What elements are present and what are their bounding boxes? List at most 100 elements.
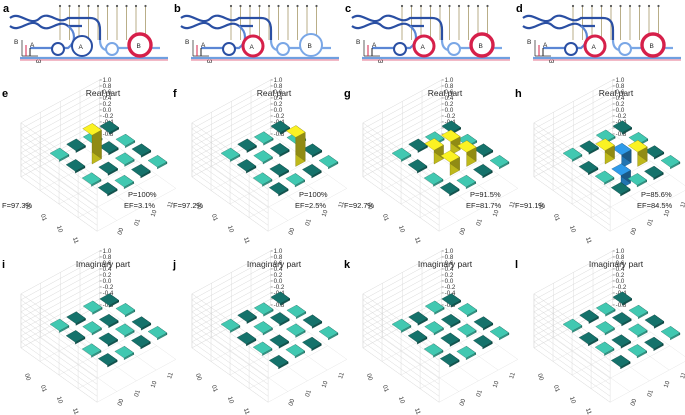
output-node bbox=[134, 4, 138, 8]
bar-top bbox=[270, 120, 290, 133]
bar bbox=[268, 354, 289, 370]
basis-label-row: 00 bbox=[194, 202, 203, 211]
bar bbox=[220, 147, 241, 162]
bar-top bbox=[66, 138, 86, 151]
purity-label: P=100% bbox=[299, 190, 328, 199]
ring-small bbox=[618, 42, 632, 56]
panel-label: a bbox=[3, 3, 10, 15]
output-node bbox=[68, 4, 71, 8]
axis-omega-label: ω bbox=[36, 58, 41, 65]
bar-top bbox=[644, 314, 665, 327]
bar-top bbox=[81, 343, 102, 356]
gridline bbox=[268, 188, 347, 232]
basis-label-row: 01 bbox=[381, 384, 390, 393]
bar bbox=[99, 120, 119, 135]
bar bbox=[424, 131, 445, 146]
waveguide bbox=[30, 25, 76, 50]
basis-label-row: 11 bbox=[242, 236, 251, 245]
panel-label: i bbox=[2, 259, 5, 271]
ef-label: EF=81.7% bbox=[466, 201, 502, 210]
bar-top bbox=[99, 314, 119, 327]
bar-top bbox=[439, 182, 460, 195]
panel-label: e bbox=[2, 88, 8, 100]
bar bbox=[65, 159, 86, 174]
bar-top bbox=[253, 302, 274, 315]
bar bbox=[473, 316, 494, 331]
bar bbox=[252, 341, 273, 356]
bar bbox=[97, 182, 118, 197]
bar bbox=[440, 332, 460, 347]
gridline bbox=[77, 174, 157, 218]
output-node bbox=[115, 4, 119, 8]
bar-top bbox=[456, 175, 476, 188]
gridline bbox=[441, 304, 518, 360]
bar-top bbox=[302, 314, 323, 327]
waveguide bbox=[9, 21, 82, 30]
bar bbox=[270, 120, 290, 135]
bar bbox=[237, 309, 257, 324]
bar bbox=[82, 300, 103, 315]
output-node bbox=[581, 4, 584, 8]
bar bbox=[595, 138, 615, 165]
gridline bbox=[610, 361, 685, 403]
bar bbox=[252, 172, 273, 187]
z-tick-label: -0.8 bbox=[274, 131, 285, 138]
bar bbox=[114, 345, 134, 361]
basis-label-row: 10 bbox=[397, 396, 406, 405]
bar-top bbox=[660, 155, 681, 168]
bars bbox=[49, 120, 168, 197]
bar bbox=[114, 174, 134, 190]
basis-label-col: 00 bbox=[116, 398, 125, 407]
bar bbox=[660, 155, 681, 170]
bar bbox=[391, 318, 412, 333]
bar-top bbox=[49, 147, 70, 160]
ring-b-label: B bbox=[137, 43, 141, 50]
bar-top bbox=[49, 318, 70, 331]
ring-a-label: A bbox=[250, 44, 255, 51]
bar-top bbox=[81, 172, 102, 185]
bar-top bbox=[457, 140, 477, 153]
z-tick-label: 0.4 bbox=[616, 266, 625, 273]
bar bbox=[578, 160, 599, 176]
output-node bbox=[125, 4, 128, 8]
bar bbox=[302, 143, 323, 158]
bar bbox=[456, 174, 476, 190]
z-tick-label: 0.8 bbox=[616, 254, 625, 261]
gridline bbox=[268, 359, 347, 403]
output-node bbox=[609, 4, 613, 8]
bar-top bbox=[612, 143, 632, 156]
output-node bbox=[457, 4, 461, 8]
bar bbox=[268, 182, 289, 197]
bar bbox=[131, 143, 152, 158]
output-node bbox=[657, 4, 660, 8]
bar-top bbox=[594, 341, 615, 354]
panel-title: Real part bbox=[86, 88, 121, 98]
ring-small bbox=[51, 42, 65, 56]
output-node bbox=[106, 4, 109, 8]
waveguide bbox=[522, 14, 615, 40]
output-node bbox=[571, 4, 575, 8]
z-tick-label: 0.2 bbox=[616, 101, 625, 108]
bar-top bbox=[408, 311, 428, 324]
bar-top bbox=[407, 330, 428, 343]
bar bbox=[147, 326, 168, 341]
bar bbox=[82, 321, 102, 336]
bar-top bbox=[286, 304, 307, 318]
axis-omega-label: ω bbox=[378, 58, 383, 65]
basis-label-row: 10 bbox=[55, 396, 64, 405]
bar bbox=[627, 344, 647, 359]
axis-b-label: B bbox=[14, 39, 18, 46]
z-tick-label: -0.8 bbox=[616, 131, 627, 138]
bar-top bbox=[628, 140, 648, 153]
panel-title: Imaginary part bbox=[418, 259, 473, 269]
z-tick-label: 0.4 bbox=[103, 95, 112, 102]
gridline bbox=[20, 250, 100, 295]
panel-label: l bbox=[515, 259, 518, 271]
bar bbox=[115, 152, 135, 167]
z-tick-label: -0.2 bbox=[616, 284, 627, 291]
output-node bbox=[267, 4, 271, 8]
bar bbox=[408, 311, 428, 326]
